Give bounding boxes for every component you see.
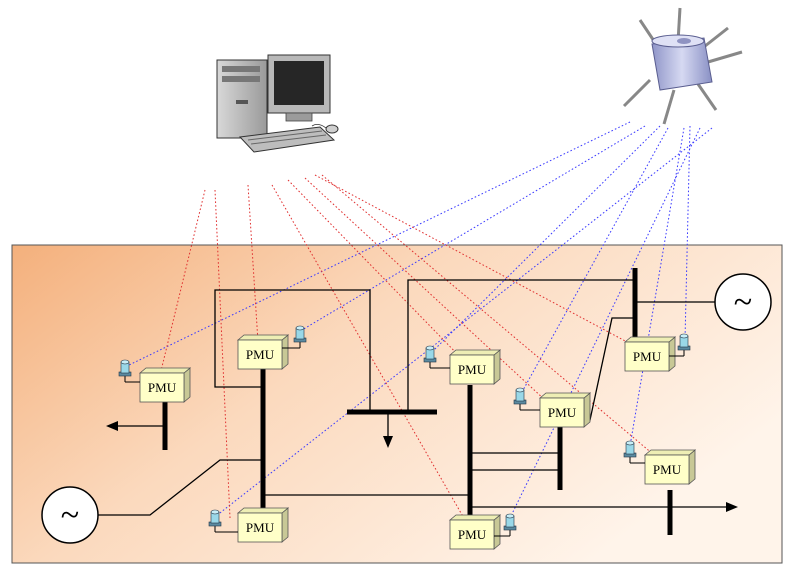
gps-satellite-icon [622, 7, 743, 125]
pmu-label: PMU [246, 520, 275, 535]
desktop-computer-icon [216, 54, 339, 153]
pmu-label: PMU [548, 405, 577, 420]
gps-antenna-icon [423, 345, 450, 369]
pmu-label: PMU [653, 462, 682, 477]
gps-antenna-icon [513, 387, 540, 411]
gps-antenna-icon [669, 333, 691, 357]
generator-icon: ~ [41, 486, 99, 544]
pmu-label: PMU [633, 349, 662, 364]
pmu-box: PMU [448, 514, 502, 550]
pmu-box: PMU [236, 507, 290, 543]
gps-antenna-icon [494, 513, 517, 537]
generator-symbol: ~ [734, 284, 752, 321]
gps-antenna-icon [282, 325, 307, 349]
generator-icon: ~ [714, 273, 772, 331]
pmu-box: PMU [138, 367, 192, 403]
pmu-label: PMU [458, 362, 487, 377]
power-network [98, 268, 738, 535]
gps-antenna-icon [208, 509, 238, 533]
gps-antenna-icon [118, 359, 140, 383]
pmu-box: PMU [643, 449, 697, 485]
pmu-box: PMU [236, 334, 290, 370]
pmu-box: PMU [538, 392, 592, 428]
pmu-units: PMU PMU PMU PMU PMU PMU PMU PMU [118, 325, 697, 550]
power-system-panel [11, 244, 783, 564]
gps-antenna-icon [623, 440, 645, 464]
pmu-box: PMU [623, 336, 677, 372]
pmu-label: PMU [148, 380, 177, 395]
pmu-label: PMU [458, 527, 487, 542]
pmu-label: PMU [246, 347, 275, 362]
generator-symbol: ~ [61, 497, 79, 534]
pmu-box: PMU [448, 349, 502, 385]
communication-links [159, 174, 661, 521]
